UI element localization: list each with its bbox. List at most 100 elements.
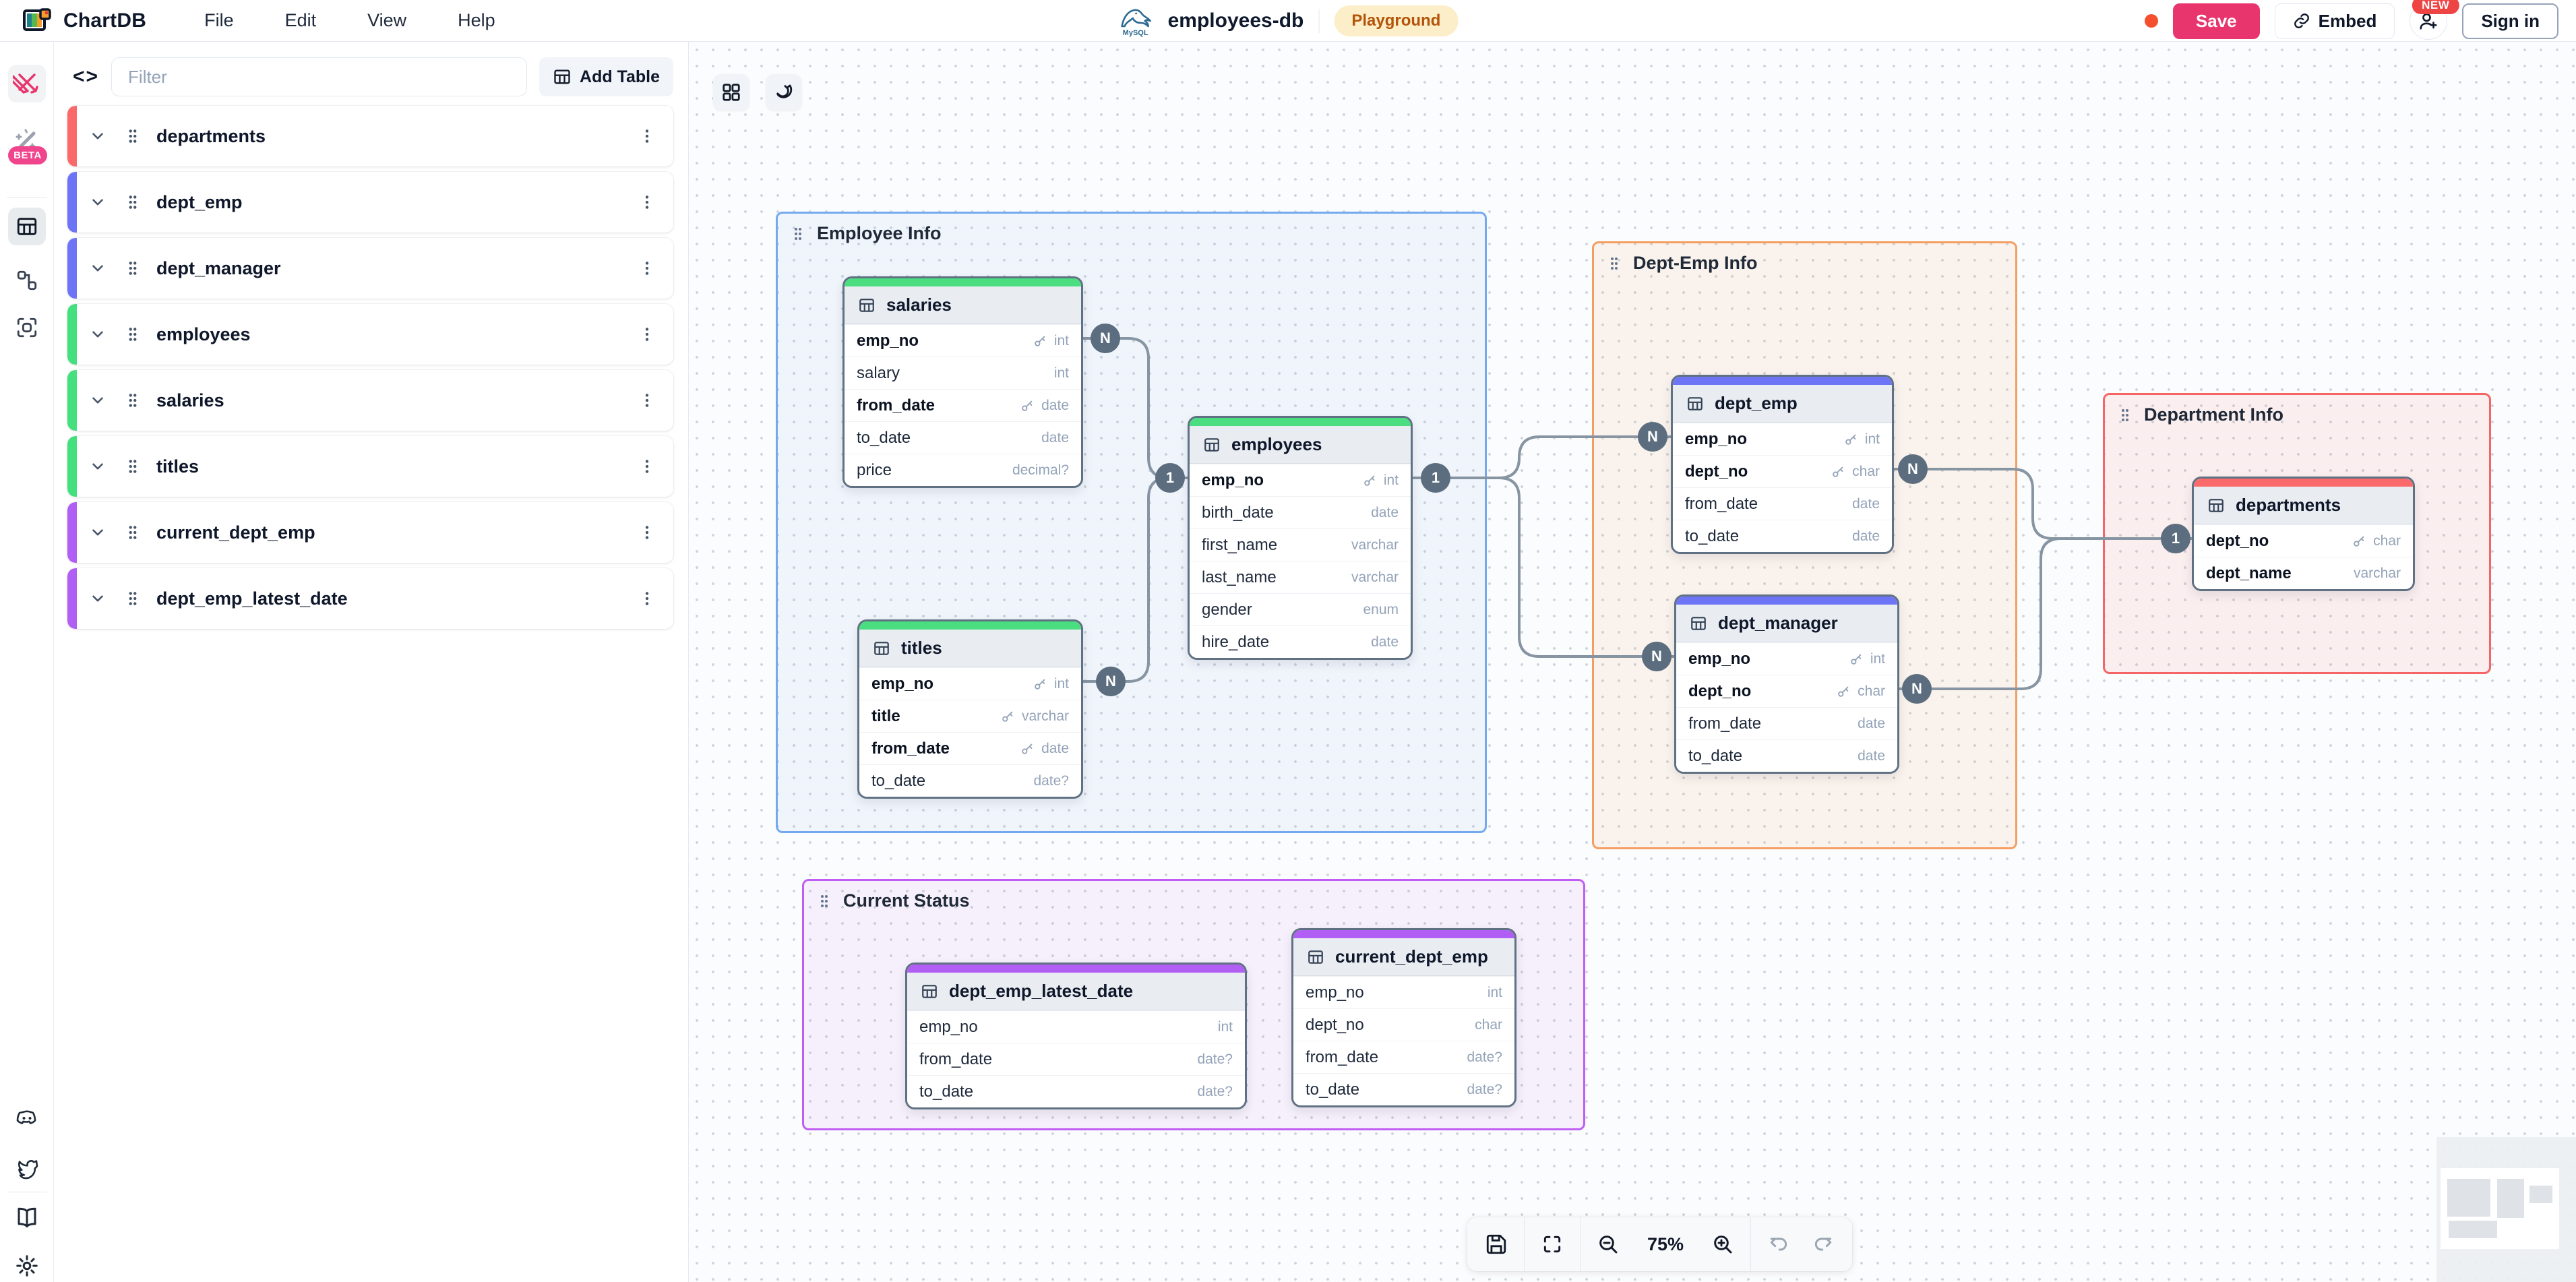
menu-edit[interactable]: Edit xyxy=(284,10,317,30)
relationship-edge-titles-employees[interactable] xyxy=(1083,477,1188,683)
drag-grip-icon[interactable] xyxy=(124,524,142,541)
twitter-button[interactable] xyxy=(8,1149,46,1186)
table-menu-button[interactable] xyxy=(638,326,656,343)
sidebar-table-row-current_dept_emp[interactable]: current_dept_emp xyxy=(67,502,673,563)
relationship-edge-employees-dept_manager[interactable] xyxy=(1413,477,1674,658)
drag-grip-icon[interactable] xyxy=(124,458,142,475)
save-diagram-button[interactable] xyxy=(1474,1223,1519,1266)
code-view-toggle[interactable]: <> xyxy=(73,65,100,88)
menu-help[interactable]: Help xyxy=(458,10,495,30)
save-button[interactable]: Save xyxy=(2172,3,2260,39)
zoom-level-label[interactable]: 75% xyxy=(1647,1233,1684,1254)
table-node-header[interactable]: salaries xyxy=(845,286,1081,324)
table-node-header[interactable]: departments xyxy=(2194,487,2413,524)
table-menu-button[interactable] xyxy=(638,392,656,409)
zoom-out-button[interactable] xyxy=(1586,1223,1630,1266)
chevron-down-icon[interactable] xyxy=(89,392,106,409)
table-menu-button[interactable] xyxy=(638,127,656,145)
chevron-down-icon[interactable] xyxy=(89,524,106,541)
sidebar-table-row-dept_manager[interactable]: dept_manager xyxy=(67,238,673,299)
signin-button[interactable]: Sign in xyxy=(2462,3,2558,39)
magic-wand-button[interactable] xyxy=(8,121,46,159)
drag-grip-icon[interactable] xyxy=(124,127,142,145)
dependencies-panel-button[interactable] xyxy=(8,309,46,346)
table-node-header[interactable]: dept_manager xyxy=(1676,605,1897,642)
relationship-edge-salaries-employees[interactable] xyxy=(1083,337,1188,479)
fit-view-button[interactable] xyxy=(1530,1223,1574,1266)
table-menu-button[interactable] xyxy=(638,590,656,607)
settings-button[interactable] xyxy=(8,1247,46,1282)
table-menu-button[interactable] xyxy=(638,458,656,475)
table-node-header[interactable]: dept_emp_latest_date xyxy=(907,973,1245,1010)
relationship-edge-dept_manager-departments[interactable] xyxy=(1899,537,2192,690)
table-menu-button[interactable] xyxy=(638,260,656,277)
diagram-title[interactable]: employees-db xyxy=(1167,9,1304,32)
tables-panel-button[interactable] xyxy=(8,208,46,245)
sidebar-table-row-dept_emp[interactable]: dept_emp xyxy=(67,172,673,233)
chevron-down-icon[interactable] xyxy=(89,458,106,475)
add-table-button[interactable]: Add Table xyxy=(539,57,673,96)
sidebar-table-row-salaries[interactable]: salaries xyxy=(67,370,673,431)
sidebar-table-row-titles[interactable]: titles xyxy=(67,436,673,497)
undo-button[interactable] xyxy=(1756,1223,1801,1266)
chevron-down-icon[interactable] xyxy=(89,260,106,277)
table-node-header[interactable]: titles xyxy=(859,630,1081,667)
table-menu-button[interactable] xyxy=(638,524,656,541)
table-node-header[interactable]: current_dept_emp xyxy=(1293,938,1514,976)
filter-input[interactable] xyxy=(111,57,528,96)
relationship-edge-dept_emp-departments[interactable] xyxy=(1894,468,2192,540)
menu-view[interactable]: View xyxy=(367,10,407,30)
discord-button[interactable] xyxy=(8,1100,46,1138)
chartdb-editor-button[interactable] xyxy=(8,65,46,102)
chevron-down-icon[interactable] xyxy=(89,127,106,145)
embed-button[interactable]: Embed xyxy=(2274,3,2395,39)
sidebar-table-row-employees[interactable]: employees xyxy=(67,304,673,365)
table-menu-button[interactable] xyxy=(638,193,656,211)
table-node-header[interactable]: employees xyxy=(1190,426,1411,464)
drag-grip-icon[interactable] xyxy=(124,260,142,277)
table-node-header[interactable]: dept_emp xyxy=(1673,385,1892,423)
chevron-down-icon[interactable] xyxy=(89,590,106,607)
minimap[interactable] xyxy=(2436,1137,2576,1282)
relationship-edge-employees-dept_emp[interactable] xyxy=(1413,435,1671,479)
sidebar-table-row-departments[interactable]: departments xyxy=(67,106,673,166)
drag-grip-icon[interactable] xyxy=(124,590,142,607)
snap-magnet-button[interactable] xyxy=(766,74,802,111)
relationships-panel-button[interactable] xyxy=(8,262,46,299)
redo-button[interactable] xyxy=(1801,1223,1845,1266)
zoom-in-button[interactable] xyxy=(1700,1223,1745,1266)
